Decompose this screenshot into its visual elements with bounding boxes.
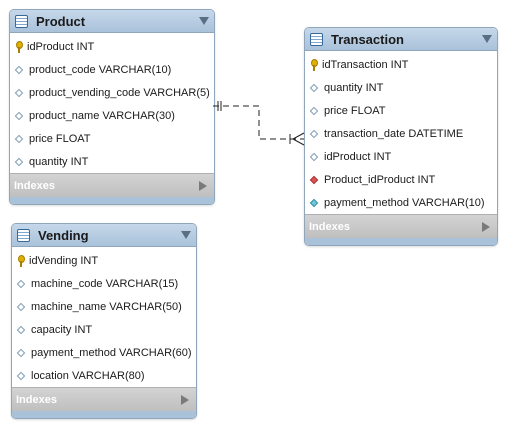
table-footer xyxy=(10,197,214,204)
transaction-table[interactable]: Transaction idTransaction INT quantity I… xyxy=(304,27,498,246)
relationship-line[interactable] xyxy=(213,105,304,140)
collapse-triangle-icon[interactable] xyxy=(482,35,492,43)
crows-foot-icon xyxy=(292,132,305,140)
product-table[interactable]: Product idProduct INT product_code VARCH… xyxy=(9,9,215,205)
collapse-triangle-icon[interactable] xyxy=(181,231,191,239)
crows-foot-icon xyxy=(292,138,305,146)
column-label: Product_idProduct INT xyxy=(324,173,436,186)
column-label: price FLOAT xyxy=(324,104,386,117)
transaction-table-header[interactable]: Transaction xyxy=(305,28,497,51)
column-row[interactable]: capacity INT xyxy=(12,318,196,341)
column-label: idProduct INT xyxy=(324,150,392,163)
indexes-label: Indexes xyxy=(14,179,55,192)
column-row[interactable]: idVending INT xyxy=(12,249,196,272)
product-columns: idProduct INT product_code VARCHAR(10) p… xyxy=(10,33,214,173)
column-label: payment_method VARCHAR(60) xyxy=(31,346,192,359)
column-label: machine_code VARCHAR(15) xyxy=(31,277,179,290)
expand-triangle-icon[interactable] xyxy=(199,180,207,191)
indexes-label: Indexes xyxy=(16,393,57,406)
column-row[interactable]: quantity INT xyxy=(305,76,497,99)
indexes-label: Indexes xyxy=(309,220,350,233)
column-row[interactable]: machine_code VARCHAR(15) xyxy=(12,272,196,295)
table-icon xyxy=(17,228,30,242)
column-row[interactable]: idProduct INT xyxy=(305,145,497,168)
column-label: quantity INT xyxy=(29,155,89,168)
transaction-indexes-bar[interactable]: Indexes xyxy=(305,214,497,238)
column-label: transaction_date DATETIME xyxy=(324,127,464,140)
column-label: product_code VARCHAR(10) xyxy=(29,63,172,76)
table-icon xyxy=(310,32,323,46)
column-row[interactable]: transaction_date DATETIME xyxy=(305,122,497,145)
column-label: location VARCHAR(80) xyxy=(31,369,145,382)
column-label: product_name VARCHAR(30) xyxy=(29,109,175,122)
column-label: product_vending_code VARCHAR(5) xyxy=(29,86,210,99)
column-row[interactable]: location VARCHAR(80) xyxy=(12,364,196,387)
table-footer xyxy=(12,411,196,418)
collapse-triangle-icon[interactable] xyxy=(199,17,209,25)
column-label: idVending INT xyxy=(29,254,99,267)
column-row[interactable]: idProduct INT xyxy=(10,35,214,58)
column-row[interactable]: quantity INT xyxy=(10,150,214,173)
column-row[interactable]: Product_idProduct INT xyxy=(305,168,497,191)
expand-triangle-icon[interactable] xyxy=(482,221,490,232)
column-label: payment_method VARCHAR(10) xyxy=(324,196,485,209)
vending-table[interactable]: Vending idVending INT machine_code VARCH… xyxy=(11,223,197,419)
column-label: price FLOAT xyxy=(29,132,91,145)
column-row[interactable]: idTransaction INT xyxy=(305,53,497,76)
expand-triangle-icon[interactable] xyxy=(181,394,189,405)
transaction-columns: idTransaction INT quantity INT price FLO… xyxy=(305,51,497,214)
column-row[interactable]: machine_name VARCHAR(50) xyxy=(12,295,196,318)
column-label: idProduct INT xyxy=(27,40,95,53)
column-label: quantity INT xyxy=(324,81,384,94)
product-table-header[interactable]: Product xyxy=(10,10,214,33)
column-label: capacity INT xyxy=(31,323,93,336)
table-icon xyxy=(15,14,28,28)
column-row[interactable]: payment_method VARCHAR(60) xyxy=(12,341,196,364)
table-footer xyxy=(305,238,497,245)
primary-key-icon xyxy=(16,254,26,267)
column-label: idTransaction INT xyxy=(322,58,409,71)
product-indexes-bar[interactable]: Indexes xyxy=(10,173,214,197)
product-table-title: Product xyxy=(36,13,86,29)
column-label: machine_name VARCHAR(50) xyxy=(31,300,182,313)
primary-key-icon xyxy=(14,40,24,53)
vending-columns: idVending INT machine_code VARCHAR(15) m… xyxy=(12,247,196,387)
vending-table-title: Vending xyxy=(38,227,89,243)
primary-key-icon xyxy=(309,58,319,71)
transaction-table-title: Transaction xyxy=(331,31,404,47)
vending-table-header[interactable]: Vending xyxy=(12,224,196,247)
column-row[interactable]: product_vending_code VARCHAR(5) xyxy=(10,81,214,104)
vending-indexes-bar[interactable]: Indexes xyxy=(12,387,196,411)
column-row[interactable]: price FLOAT xyxy=(10,127,214,150)
column-row[interactable]: price FLOAT xyxy=(305,99,497,122)
column-row[interactable]: payment_method VARCHAR(10) xyxy=(305,191,497,214)
column-row[interactable]: product_code VARCHAR(10) xyxy=(10,58,214,81)
column-row[interactable]: product_name VARCHAR(30) xyxy=(10,104,214,127)
